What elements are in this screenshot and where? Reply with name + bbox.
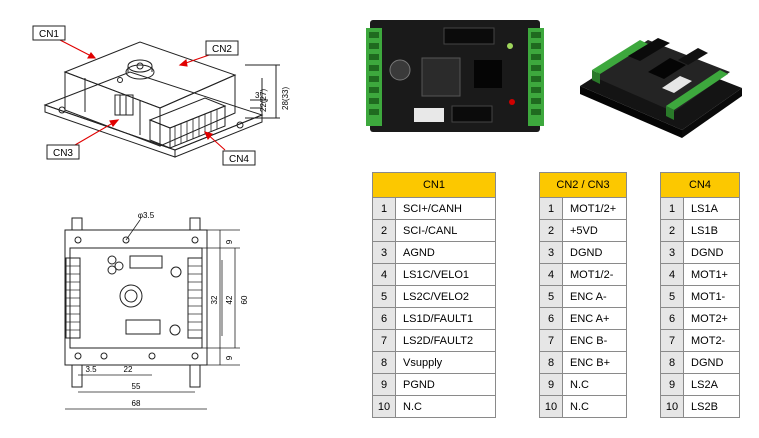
signal-cell: N.C xyxy=(395,395,496,418)
cn1-callout-box xyxy=(32,25,66,41)
signal-cell: MOT1+ xyxy=(683,263,740,286)
signal-cell: MOT1- xyxy=(683,285,740,308)
dim-9-top-label: 9 xyxy=(225,239,234,244)
signal-cell: DGND xyxy=(562,241,627,264)
cn4-callout-box xyxy=(222,150,256,166)
signal-cell: ENC B- xyxy=(562,329,627,352)
cn3-callout-label: CN3 xyxy=(53,148,73,159)
cn3-callout-box xyxy=(46,144,80,160)
signal-cell: DGND xyxy=(683,351,740,374)
dim-hole-label: φ3.5 xyxy=(138,211,155,220)
signal-cell: SCI+/CANH xyxy=(395,197,496,220)
signal-cell: ENC A+ xyxy=(562,307,627,330)
signal-cell: LS2C/VELO2 xyxy=(395,285,496,308)
dim-22-label: 22(27) xyxy=(259,89,268,112)
pcb-board-front-photo xyxy=(366,20,544,132)
signal-cell: LS1C/VELO1 xyxy=(395,263,496,286)
cn4-table-title: CN4 xyxy=(660,172,740,198)
cn2-callout-label: CN2 xyxy=(212,44,232,55)
signal-cell: PGND xyxy=(395,373,496,396)
cn2-cn3-table-title: CN2 / CN3 xyxy=(539,172,627,198)
cn1-table-title: CN1 xyxy=(372,172,496,198)
signal-cell: LS2A xyxy=(683,373,740,396)
signal-cell: MOT1/2+ xyxy=(562,197,627,220)
dim-55-label: 55 xyxy=(132,382,141,391)
dim-22-width-label: 22 xyxy=(124,365,133,374)
dim-9-bottom-label: 9 xyxy=(225,355,234,360)
signal-cell: +5VD xyxy=(562,219,627,242)
signal-cell: AGND xyxy=(395,241,496,264)
signal-cell: LS2B xyxy=(683,395,740,418)
dim-68-label: 68 xyxy=(132,399,141,408)
signal-cell: LS1A xyxy=(683,197,740,220)
signal-cell: LS1B xyxy=(683,219,740,242)
signal-cell: LS2D/FAULT2 xyxy=(395,329,496,352)
signal-cell: ENC B+ xyxy=(562,351,627,374)
table-row: 2+5VD xyxy=(539,219,627,242)
dim-3-label: 3 xyxy=(255,91,260,100)
isometric-drawing: CN1 CN2 CN3 CN4 3 22(27) 28(33) xyxy=(32,25,290,166)
cn2-callout-box xyxy=(205,40,239,56)
signal-cell: MOT1/2- xyxy=(562,263,627,286)
signal-cell: N.C xyxy=(562,395,627,418)
signal-cell: LS1D/FAULT1 xyxy=(395,307,496,330)
signal-cell: MOT2- xyxy=(683,329,740,352)
signal-cell: N.C xyxy=(562,373,627,396)
cn1-callout-label: CN1 xyxy=(39,29,59,40)
cn4-callout-label: CN4 xyxy=(229,154,249,165)
dim-42-label: 42 xyxy=(225,295,234,304)
dim-28-label: 28(33) xyxy=(281,87,290,110)
dim-3-5-label: 3.5 xyxy=(85,365,97,374)
signal-cell: MOT2+ xyxy=(683,307,740,330)
top-view-drawing: φ3.5 3.5 22 55 68 32 42 60 9 9 xyxy=(64,211,249,410)
signal-cell: DGND xyxy=(683,241,740,264)
dim-60-label: 60 xyxy=(240,295,249,304)
pcb-board-isometric-photo xyxy=(580,38,742,138)
signal-cell: Vsupply xyxy=(395,351,496,374)
signal-cell: ENC A- xyxy=(562,285,627,308)
dim-32-label: 32 xyxy=(210,295,219,304)
signal-cell: SCI-/CANL xyxy=(395,219,496,242)
